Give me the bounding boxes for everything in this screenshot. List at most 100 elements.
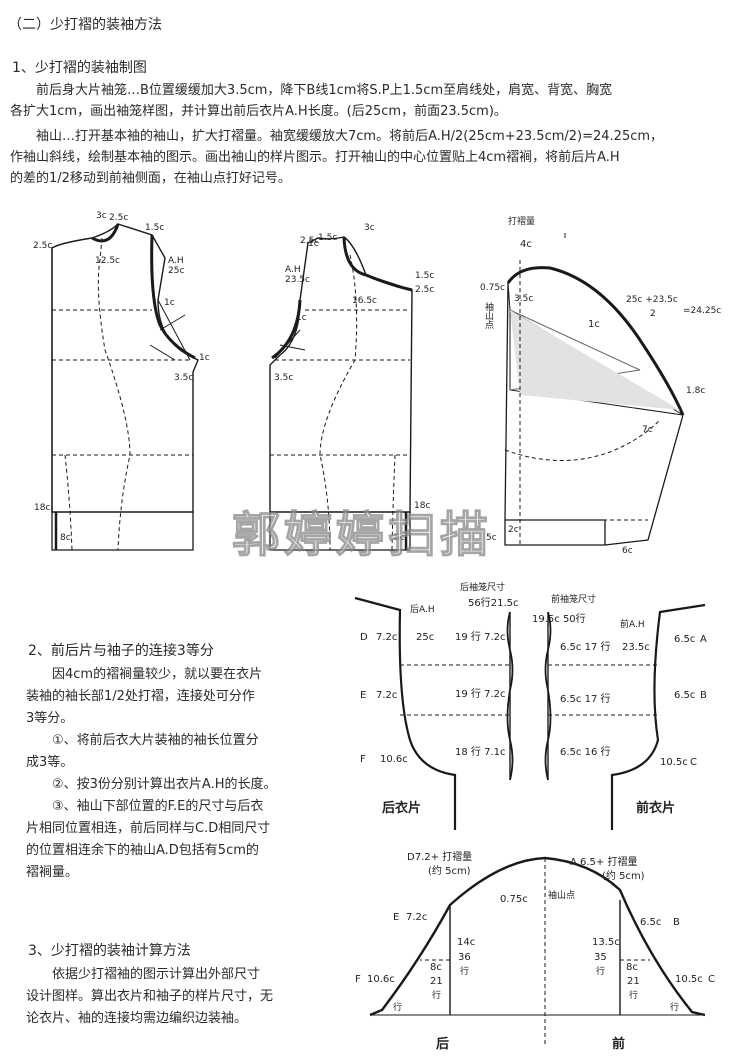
dim-label: 后A.H (410, 604, 435, 615)
dim-label: 4c (520, 239, 532, 250)
dim-label: 36 (458, 952, 471, 963)
back-piece-label: 后衣片 (382, 800, 421, 816)
row-label: 19 行 7.2c (455, 687, 505, 700)
sleeve-draft (504, 260, 685, 546)
armhole-labels: 后袖笼尺寸 前袖笼尺寸 56行21.5c 19.5c 50行 后A.H 前A.H… (360, 581, 707, 816)
dim-label: A.H (285, 265, 301, 275)
dim-label: 7.2c (406, 912, 427, 923)
text-line: 成3等。 (26, 755, 74, 770)
text-line: ①、将前后衣大片装袖的袖长位置分 (26, 733, 259, 748)
dim-label: 行 (393, 1001, 402, 1013)
dim-label: 13.5c (592, 937, 620, 948)
text-line: 依据少打褶袖的图示计算出外部尺寸 (26, 967, 261, 982)
dim-label: 10.6c (380, 754, 408, 765)
back-bodice-draft (51, 223, 199, 551)
sec3-para: 依据少打褶袖的图示计算出外部尺寸 设计图样。算出衣片和袖子的样片尺寸，无 论衣片… (26, 964, 346, 1030)
dim-label: 2.5c (33, 241, 52, 251)
dim-label: 23.5c (285, 275, 310, 285)
dim-label: 19.5c 50行 (532, 612, 586, 625)
front-piece-label: 前衣片 (636, 800, 675, 816)
row-label: 19 行 7.2c (455, 630, 505, 643)
sleeve-cap-labels: D7.2+ 打褶量 (约 5cm) 6.5+ 打褶量 (约 5cm) A 0.7… (355, 850, 715, 1052)
dim-label: 前A.H (620, 618, 645, 630)
dim-label: 21 (627, 976, 640, 987)
dim-label: =24.25c (683, 306, 721, 316)
point-F: F (355, 974, 361, 985)
dim-label: 25c (416, 632, 434, 643)
row-label: 6.5c 17 行 (560, 640, 610, 653)
sleeve-labels: 打褶量 4c 0.75c 3.5c 袖山点 25c +23.5c 2 =24.2… (480, 215, 721, 556)
dim-label: 23.5c (622, 642, 650, 653)
dim-label: 3.5c (514, 294, 533, 304)
dim-label: 35 (594, 952, 607, 963)
dim-label: 打褶量 (508, 215, 535, 227)
sec1-para1: 前后身大片袖笼…B位置缓缓加大3.5cm，降下B线1cm将S.P上1.5cm至肩… (10, 80, 745, 122)
dim-label: 2 (650, 309, 656, 319)
row-label: 6.5c 16 行 (560, 745, 610, 758)
dim-label: 6.5c (640, 917, 661, 928)
dim-label: D7.2+ 打褶量 (407, 850, 472, 863)
dim-label: 10.5c (675, 974, 703, 985)
sec2-title: 2、前后片与袖子的连接3等分 (28, 643, 214, 659)
dim-label: 行 (629, 989, 638, 1001)
dim-label: 10.5c (660, 757, 688, 768)
text-line: 因4cm的褶裥量较少，就以要在衣片 (26, 667, 263, 682)
dim-label: 56行21.5c (468, 596, 519, 609)
point-A: A (570, 857, 577, 868)
point-B: B (700, 690, 707, 701)
dim-label: 2.5c (300, 236, 319, 246)
dim-label: 前袖笼尺寸 (551, 593, 596, 605)
text-line: 的差的1/2移动到前袖侧面，在袖山点打好记号。 (10, 171, 291, 186)
point-B: B (673, 917, 680, 928)
dim-label: 后袖笼尺寸 (460, 581, 505, 593)
text-line: 前后身大片袖笼…B位置缓缓加大3.5cm，降下B线1cm将S.P上1.5cm至肩… (10, 83, 613, 98)
dim-label: 6c (622, 546, 633, 556)
text-line: 3等分。 (26, 711, 74, 726)
sec3-title: 3、少打褶的装袖计算方法 (28, 943, 191, 959)
back-label: 后 (436, 1036, 449, 1052)
back-bodice-labels: 3c 2.5c 1.5c 2.5c 12.5c A.H 25c 1c 1c 3.… (33, 211, 210, 543)
dim-label: (约 5cm) (428, 864, 471, 877)
dim-label: 1.5c (318, 233, 337, 243)
text-line: 各扩大1cm，画出袖笼样图，并计算出前后衣片A.H长度。(后25cm，前面23.… (10, 104, 507, 119)
scanner-watermark: 郭婷婷扫描 (231, 506, 493, 563)
text-line: 褶裥量。 (26, 865, 79, 880)
text-line: 袖山…打开基本袖的袖山，扩大打褶量。袖宽缓缓放大7cm。将前后A.H/2(25c… (10, 129, 664, 144)
dim-label: 10.6c (367, 974, 395, 985)
text-line: 作袖山斜线，绘制基本袖的图示。画出袖山的样片图示。打开袖山的中心位置贴上4cm褶… (10, 150, 620, 165)
row-label: 6.5c 17 行 (560, 692, 610, 705)
dim-label: 行 (432, 989, 441, 1001)
point-C: C (690, 757, 697, 768)
dim-label: 6.5c (674, 690, 695, 701)
dim-label: 2.5c (415, 285, 434, 295)
row-label: 18 行 7.1c (455, 745, 505, 758)
dim-label: 2.5c (109, 213, 128, 223)
text-line: 设计图样。算出衣片和袖子的样片尺寸，无 (26, 989, 274, 1004)
dim-label: 7.2c (376, 632, 397, 643)
dim-label: 1.5c (145, 223, 164, 233)
dim-label: 18c (34, 503, 50, 513)
text-line: 的位置相连余下的袖山A.D包括有5cm的 (26, 843, 259, 858)
dim-label: 3.5c (274, 373, 293, 383)
dim-label: 25c (168, 266, 184, 276)
dim-label: 16.5c (352, 296, 377, 306)
text-line: ②、按3份分别计算出衣片A.H的长度。 (26, 777, 277, 792)
dim-label: 7c (642, 425, 653, 435)
dim-label: (约 5cm) (602, 869, 645, 882)
dim-label: 3.5c (174, 373, 193, 383)
point-C: C (708, 974, 715, 985)
dim-label: 行 (596, 965, 605, 977)
text-line: 论衣片、袖的连接均需边编织边装袖。 (26, 1011, 248, 1026)
dim-label: 3c (96, 211, 107, 221)
dim-label: 1c (588, 319, 600, 330)
dim-label: 7.2c (376, 690, 397, 701)
dim-label: 1.5c (415, 271, 434, 281)
dim-label: 1c (199, 353, 210, 363)
point-A: A (700, 634, 707, 645)
dim-label: 行 (460, 965, 469, 977)
dim-label: 1c (308, 239, 319, 249)
sec2-paras: 因4cm的褶裥量较少，就以要在衣片 装袖的袖长部1/2处打褶，连接处可分作 3等… (26, 664, 346, 884)
dim-label: 2c (508, 525, 519, 535)
point-F: F (360, 754, 366, 765)
dim-label: 12.5c (95, 256, 120, 266)
